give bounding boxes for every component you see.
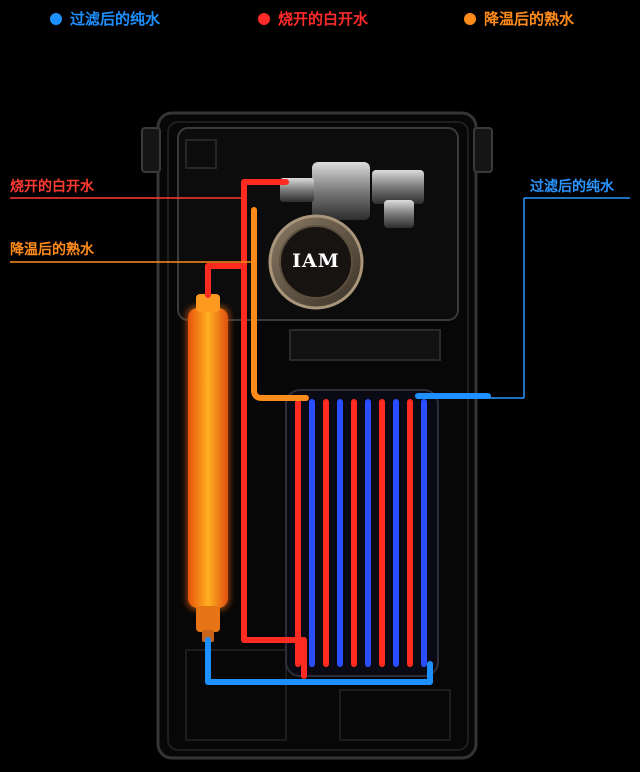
legend-label-cooled-water: 降温后的熟水 xyxy=(484,10,575,28)
heat-exchanger xyxy=(285,389,439,677)
filter-cartridge xyxy=(186,294,230,642)
legend-dot-orange xyxy=(464,12,476,25)
legend-dot-red xyxy=(258,12,270,25)
legend-label-filtered-water: 过滤后的纯水 xyxy=(70,10,161,28)
legend: 过滤后的纯水 烧开的白开水 降温后的熟水 xyxy=(0,8,640,30)
legend-item-filtered-water: 过滤后的纯水 xyxy=(50,8,160,29)
brand-label: IAM xyxy=(292,250,340,272)
legend-label-boiled-water: 烧开的白开水 xyxy=(278,10,369,28)
legend-item-cooled-water: 降温后的熟水 xyxy=(464,8,574,29)
exchanger-tubes xyxy=(295,399,427,667)
blue-pipe-filtered-water xyxy=(205,393,491,685)
callout-label-filtered-water: 过滤后的纯水 xyxy=(530,179,614,195)
callout-label-boiled-water: 烧开的白开水 xyxy=(10,179,94,195)
callout-label-cooled-water: 降温后的熟水 xyxy=(10,242,94,258)
orange-pipe-cooled-water xyxy=(251,207,309,401)
legend-dot-blue xyxy=(50,12,62,25)
valve-assembly xyxy=(280,162,424,228)
legend-item-boiled-water: 烧开的白开水 xyxy=(258,8,368,29)
red-pipe-boiled-water xyxy=(205,179,307,679)
control-knob xyxy=(268,214,364,310)
